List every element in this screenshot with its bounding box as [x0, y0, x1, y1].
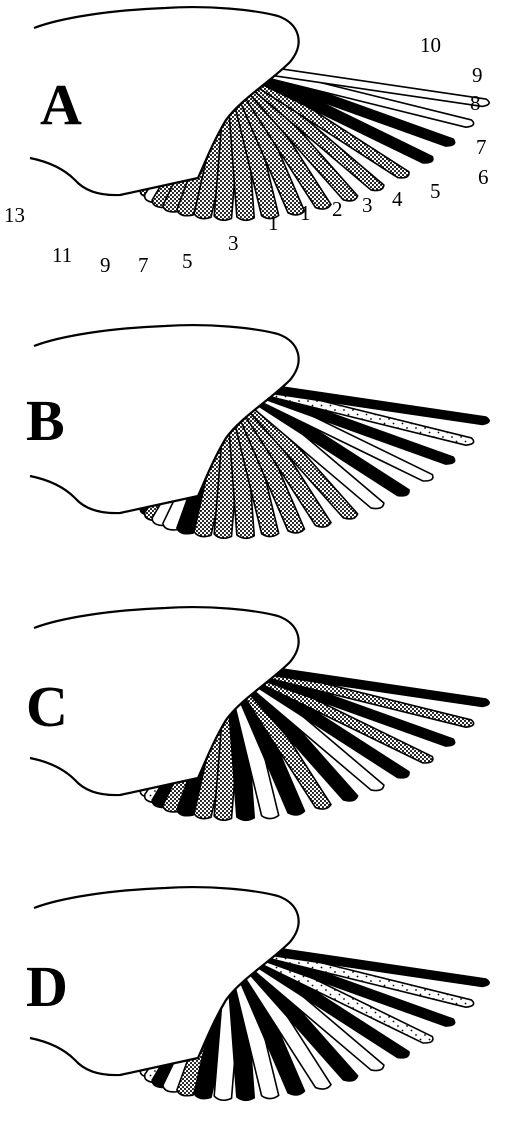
panel-label: B: [26, 388, 65, 453]
wing-panel-b: B: [26, 325, 489, 538]
feather-number: 7: [476, 135, 487, 159]
feather-number: 3: [362, 193, 373, 217]
wing-panel-d: D: [26, 887, 489, 1100]
feather-number: 2: [332, 197, 343, 221]
panel-label: D: [26, 954, 68, 1019]
panel-label: A: [40, 72, 82, 137]
feather-number: 5: [182, 249, 193, 273]
feather-number: 4: [392, 187, 403, 211]
wing-panel-c: C: [26, 607, 489, 820]
feather-number: 6: [478, 165, 489, 189]
feather-number: 10: [420, 33, 441, 57]
panel-label: C: [26, 674, 68, 739]
feather-number: 5: [430, 179, 441, 203]
feather-number: 1: [300, 201, 311, 225]
feather-number: 3: [228, 231, 239, 255]
feather-number: 8: [470, 91, 481, 115]
feather-number: 9: [472, 63, 483, 87]
feather-number: 9: [100, 253, 111, 277]
feather-number: 1: [268, 211, 279, 235]
feather-number: 13: [4, 203, 25, 227]
feather-number: 11: [52, 243, 72, 267]
feather-number: 7: [138, 253, 149, 277]
